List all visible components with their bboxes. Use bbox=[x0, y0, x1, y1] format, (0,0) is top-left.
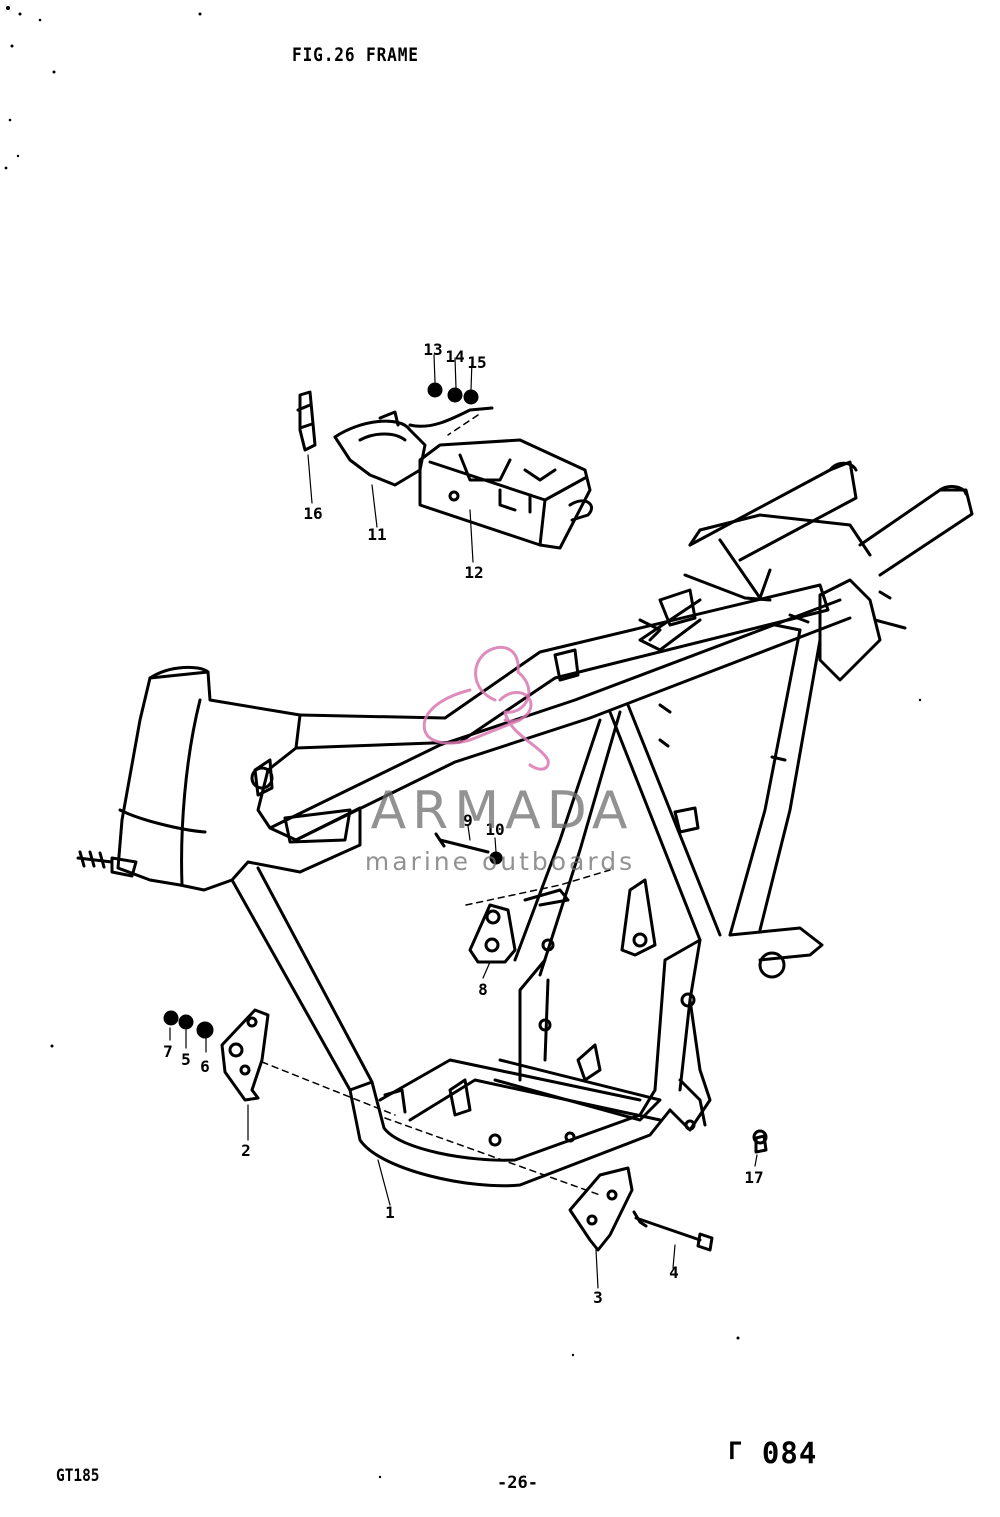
bracket-mark: Γ bbox=[728, 1437, 744, 1465]
reference-number: 084 bbox=[761, 1436, 818, 1470]
fasteners bbox=[163, 382, 768, 1252]
callout-12: 12 bbox=[464, 563, 484, 582]
engine-mount-plate-3 bbox=[568, 1166, 634, 1252]
engine-mount-plate-2 bbox=[220, 1008, 270, 1102]
watermark-logo bbox=[422, 645, 550, 771]
battery-case bbox=[296, 390, 593, 550]
callout-16: 16 bbox=[303, 504, 323, 523]
model-label: GT185 bbox=[56, 1466, 100, 1486]
page-number: -26- bbox=[497, 1473, 538, 1493]
callout-13: 13 bbox=[423, 340, 443, 359]
callout-5: 5 bbox=[181, 1050, 191, 1069]
reference-code: Γ 084 bbox=[728, 1436, 817, 1470]
callout-11: 11 bbox=[367, 525, 387, 544]
scan-speckles bbox=[4, 6, 922, 1479]
callout-14: 14 bbox=[445, 347, 465, 366]
watermark-brand: ARMADA bbox=[370, 781, 634, 841]
callout-15: 15 bbox=[467, 353, 487, 372]
main-frame bbox=[76, 460, 974, 1188]
callout-1: 1 bbox=[385, 1203, 395, 1222]
engine-mount-plate-8 bbox=[468, 903, 517, 964]
callout-2: 2 bbox=[241, 1141, 251, 1160]
assembly-guide-lines bbox=[261, 414, 611, 1196]
callout-10: 10 bbox=[485, 820, 505, 839]
callout-3: 3 bbox=[593, 1288, 603, 1307]
bolt-4 bbox=[634, 1216, 702, 1242]
callout-17: 17 bbox=[744, 1168, 764, 1187]
callout-8: 8 bbox=[478, 980, 488, 999]
watermark-tagline: marine outboards bbox=[364, 847, 636, 876]
callout-9: 9 bbox=[463, 811, 473, 830]
leader-lines bbox=[169, 354, 758, 1289]
steering-head bbox=[116, 670, 362, 892]
callout-4: 4 bbox=[669, 1263, 679, 1282]
figure-title: FIG.26 FRAME bbox=[292, 44, 419, 66]
bolt-9 bbox=[438, 838, 490, 854]
callout-6: 6 bbox=[200, 1057, 210, 1076]
callout-7: 7 bbox=[163, 1042, 173, 1061]
